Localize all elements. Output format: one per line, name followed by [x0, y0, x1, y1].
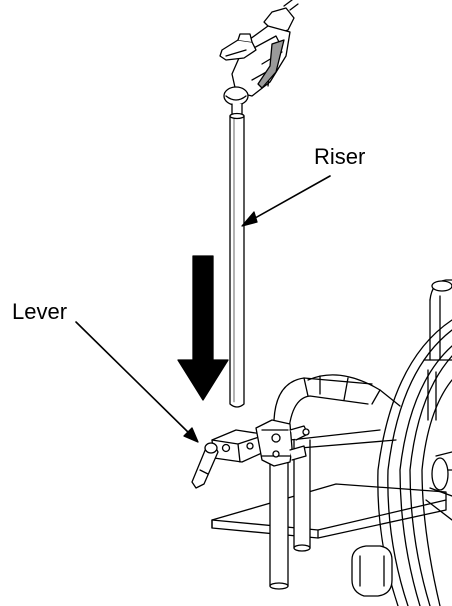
riser-tube [229, 112, 245, 408]
lever-label: Lever [12, 299, 68, 324]
riser-label: Riser [314, 144, 366, 169]
rear-wheel [351, 319, 452, 606]
down-arrow [177, 255, 229, 401]
wheelchair-frame [269, 279, 452, 590]
riser-leader-line [241, 175, 331, 227]
mount-head [219, 0, 299, 115]
lever-leader-line [75, 321, 199, 443]
lever-clamp [191, 419, 310, 489]
